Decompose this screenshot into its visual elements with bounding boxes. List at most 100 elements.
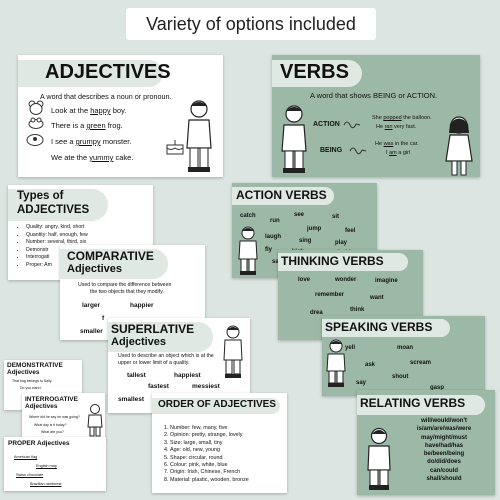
verbs-being-example-1: He was in the car. [375, 141, 419, 147]
interrogative-title-line-1: INTERROGATIVE [25, 396, 78, 403]
comparative-card[interactable]: COMPARATIVE Adjectives Used to compare t… [60, 245, 205, 340]
demonstrative-line: That bag belongs to Sally. [12, 379, 53, 383]
proper-line: Brazilian rainforest [30, 482, 62, 486]
types-title-line-2: ADJECTIVES [17, 204, 90, 216]
superlative-word: messiest [192, 383, 220, 390]
relating-verbs-title-text: RELATING VERBS [360, 396, 466, 410]
superlative-word: happiest [174, 372, 201, 379]
verb-word: want [370, 295, 384, 301]
monster-icon [26, 134, 44, 146]
thinking-verbs-title [278, 253, 408, 271]
verb-word: shout [392, 374, 409, 380]
verbs-title-text: VERBS [280, 61, 349, 83]
banner-text: Variety of options included [146, 13, 356, 34]
verb-word: moan [397, 345, 414, 351]
superlative-desc-2: upper or lower limit of a quality. [118, 360, 190, 366]
verb-word: fly [265, 247, 273, 253]
cake-icon [166, 140, 184, 155]
verbs-being-label: BEING [320, 147, 343, 154]
proper-line: English map [36, 464, 57, 468]
order-title [152, 398, 280, 414]
interrogative-line: Where did he say he was going? [29, 415, 80, 419]
order-card[interactable]: ORDER OF ADJECTIVES Number: few, many, f… [152, 393, 287, 493]
verb-word: gasp [430, 385, 445, 391]
types-title-line-1: Types of [17, 190, 64, 202]
superlative-word: fastest [148, 383, 169, 390]
verb-word: catch [240, 213, 256, 219]
comparative-word: larger [82, 302, 101, 309]
frog-icon [28, 117, 44, 129]
action-verbs-title-text: ACTION VERBS [236, 188, 327, 202]
adjectives-example-4: We ate the yummy cake. [51, 153, 134, 162]
verb-word: yell [345, 345, 356, 351]
comparative-desc-1: Used to compare the difference between [78, 282, 172, 288]
speaking-verbs-card[interactable]: SPEAKING VERBS yell moan scream ask shou… [322, 316, 485, 396]
types-title [8, 189, 108, 221]
superlative-word: tallest [127, 372, 146, 379]
interrogative-line: What day is it today? [34, 423, 67, 427]
order-list: Number: few, many, fiveOpinion: pretty, … [160, 425, 249, 484]
comparative-word: f [102, 315, 105, 322]
verb-word: laugh [265, 234, 281, 240]
verb-word: ask [365, 362, 376, 368]
superlative-title-line-1: SUPERLATIVE [111, 322, 195, 336]
verbs-action-example-2: He ran very fast. [376, 124, 417, 130]
superlative-title [108, 322, 213, 352]
speaking-verbs-title [322, 319, 450, 337]
adjectives-title-text: ADJECTIVES [45, 61, 171, 83]
relating-verbs-title [357, 395, 485, 415]
types-list: Quality: angry, kind, shortQuantity: hal… [17, 224, 88, 269]
boy-illustration [281, 105, 307, 173]
boy-illustration [223, 325, 243, 378]
adjectives-card[interactable]: ADJECTIVES A word that describes a noun … [18, 55, 223, 177]
verb-word: wonder [335, 277, 357, 283]
verb-word: run [270, 218, 280, 224]
comparative-word: happier [130, 302, 154, 309]
verbs-definition: A word that shows BEING or ACTION. [310, 91, 438, 100]
verb-word: jump [307, 226, 322, 232]
verb-word: think [350, 307, 365, 313]
adjectives-example-1: Look at the happy boy. [51, 106, 127, 115]
interrogative-title-line-2: Adjectives [25, 403, 58, 410]
squiggle-arrow-icon [343, 121, 361, 129]
verbs-action-label: ACTION [313, 121, 340, 128]
comparative-title-line-1: COMPARATIVE [67, 249, 154, 263]
girl-illustration [445, 116, 473, 176]
comparative-desc-2: the two objects that they modify. [90, 289, 164, 295]
proper-line: American flag [14, 455, 38, 459]
bear-icon [28, 100, 44, 115]
verb-word: sa [272, 259, 279, 265]
speaking-verbs-title-text: SPEAKING VERBS [325, 320, 433, 334]
proper-card[interactable]: PROPER Adjectives American flag English … [4, 437, 106, 491]
comparative-title-line-2: Adjectives [67, 263, 123, 275]
verbs-card[interactable]: VERBS A word that shows BEING or ACTION.… [272, 55, 480, 177]
squiggle-arrow-icon-2 [349, 147, 367, 155]
action-verbs-title [232, 187, 334, 205]
verb-word: imagine [375, 278, 398, 284]
verb-word: sit [332, 214, 340, 220]
verb-word: remember [315, 292, 345, 298]
thinking-verbs-title-text: THINKING VERBS [281, 254, 384, 268]
boy-illustration [238, 226, 258, 275]
proper-title: PROPER Adjectives [8, 440, 70, 447]
interrogative-line: What are you? [41, 430, 64, 434]
adjectives-example-3: I see a grumpy monster. [51, 137, 132, 146]
verb-word: feel [345, 228, 356, 234]
verbs-action-example-1: She popped the balloon. [372, 115, 432, 121]
boy-illustration [326, 339, 346, 387]
verb-word: sing [299, 238, 312, 244]
verbs-title [272, 60, 362, 87]
verb-word: drea [310, 310, 323, 316]
verb-word: say [356, 380, 367, 386]
adjectives-title [18, 60, 163, 87]
banner: Variety of options included [126, 8, 376, 40]
comparative-title [60, 249, 168, 279]
adjectives-definition: A word that describes a noun or pronoun. [40, 92, 172, 101]
adjectives-example-2: There is a green frog. [51, 121, 123, 130]
order-title-text: ORDER OF ADJECTIVES [158, 399, 276, 410]
interrogative-card[interactable]: INTERROGATIVE Adjectives Where did he sa… [22, 393, 105, 441]
demonstrative-title-line-2: Adjectives [7, 369, 40, 376]
boy-illustration [367, 427, 391, 490]
